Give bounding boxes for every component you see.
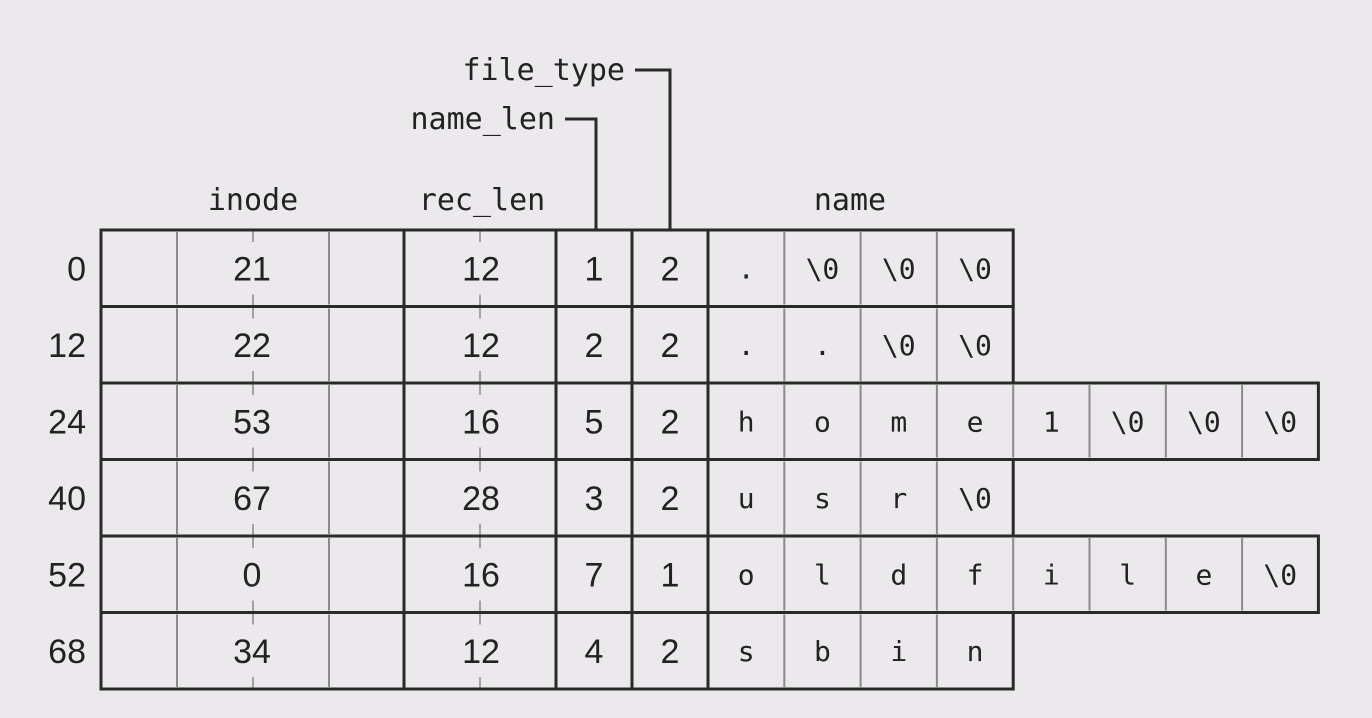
name-char: e	[967, 405, 984, 438]
row-offset: 68	[48, 633, 86, 671]
name-char: \0	[882, 329, 916, 362]
inode-value: 21	[233, 250, 271, 288]
name-char: i	[1043, 558, 1060, 591]
name-len-value: 5	[585, 403, 604, 441]
name-len-value: 1	[585, 250, 604, 288]
file-type-value: 2	[661, 633, 680, 671]
rec-len-value: 12	[462, 327, 500, 365]
file-type-value: 2	[661, 250, 680, 288]
name-char: 1	[1043, 405, 1060, 438]
name-len-value: 2	[585, 327, 604, 365]
name-char: e	[1196, 558, 1213, 591]
name-char: n	[967, 635, 984, 668]
name-char: f	[967, 558, 984, 591]
file-type-value: 1	[661, 556, 680, 594]
name-char: .	[738, 252, 755, 285]
name-len-value: 4	[585, 633, 604, 671]
rec-len-value: 12	[462, 633, 500, 671]
inode-value: 0	[243, 556, 262, 594]
name-char: r	[890, 482, 907, 515]
file-type-value: 2	[661, 403, 680, 441]
name-char: u	[738, 482, 755, 515]
inode-value: 53	[233, 403, 271, 441]
name-char: .	[738, 329, 755, 362]
name-char: \0	[1111, 405, 1145, 438]
rec-len-value: 16	[462, 403, 500, 441]
name-char: o	[814, 405, 831, 438]
name-char: l	[1119, 558, 1136, 591]
row-offset: 12	[48, 327, 86, 365]
name-char: l	[814, 558, 831, 591]
name-char: \0	[1263, 558, 1297, 591]
name-label: name	[814, 183, 886, 218]
rec-len-value: 28	[462, 480, 500, 518]
name-char: \0	[1263, 405, 1297, 438]
name-char: \0	[958, 482, 992, 515]
rec-len-value: 12	[462, 250, 500, 288]
name-len-value: 3	[585, 480, 604, 518]
name-char: o	[738, 558, 755, 591]
inode-value: 67	[233, 480, 271, 518]
name-char: s	[738, 635, 755, 668]
file-type-value: 2	[661, 327, 680, 365]
name-char: b	[814, 635, 831, 668]
row-offset: 0	[67, 250, 86, 288]
row-offset: 24	[48, 403, 86, 441]
name-char: \0	[882, 252, 916, 285]
name-char: h	[738, 405, 755, 438]
name-len-label: name_len	[411, 102, 556, 137]
name-len-value: 7	[585, 556, 604, 594]
inode-value: 22	[233, 327, 271, 365]
name-char: i	[890, 635, 907, 668]
name-len-leader	[565, 117, 598, 230]
name-char: s	[814, 482, 831, 515]
name-char: \0	[958, 252, 992, 285]
inode-label: inode	[208, 183, 298, 218]
name-char: .	[814, 329, 831, 362]
name-char: d	[890, 558, 907, 591]
name-char: \0	[806, 252, 840, 285]
name-char: \0	[1187, 405, 1221, 438]
file-type-value: 2	[661, 480, 680, 518]
row-offset: 52	[48, 556, 86, 594]
inode-value: 34	[233, 633, 271, 671]
name-char: \0	[958, 329, 992, 362]
file-type-leader	[635, 68, 672, 230]
rec-len-value: 16	[462, 556, 500, 594]
file-type-label: file_type	[462, 53, 625, 88]
name-char: m	[890, 405, 907, 438]
row-offset: 40	[48, 480, 86, 518]
rec-len-label: rec_len	[419, 183, 545, 218]
